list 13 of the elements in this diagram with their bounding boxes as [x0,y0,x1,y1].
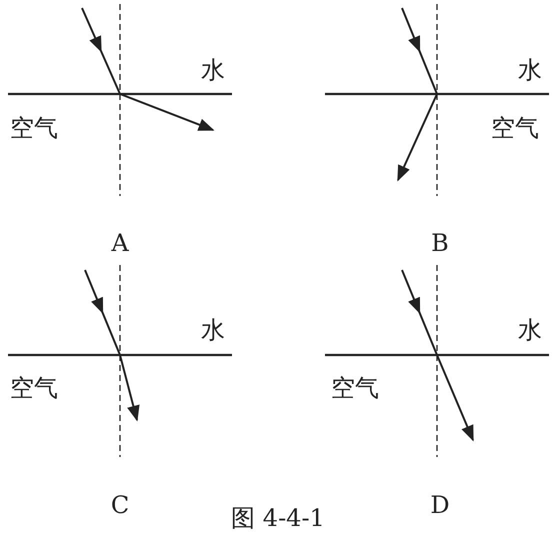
medium-label: 空气 [10,374,58,402]
figure-caption: 图 4-4-1 [231,504,325,532]
option-letter: C [110,491,130,519]
medium-label: 水 [201,56,225,84]
medium-label: 水 [518,316,542,344]
option-letter: D [430,491,450,519]
medium-label: 空气 [491,114,539,142]
option-letter: A [111,229,129,257]
medium-label: 空气 [331,374,379,402]
medium-label: 水 [201,316,225,344]
option-letter: B [431,229,449,257]
medium-label: 水 [518,56,542,84]
medium-label: 空气 [10,114,58,142]
